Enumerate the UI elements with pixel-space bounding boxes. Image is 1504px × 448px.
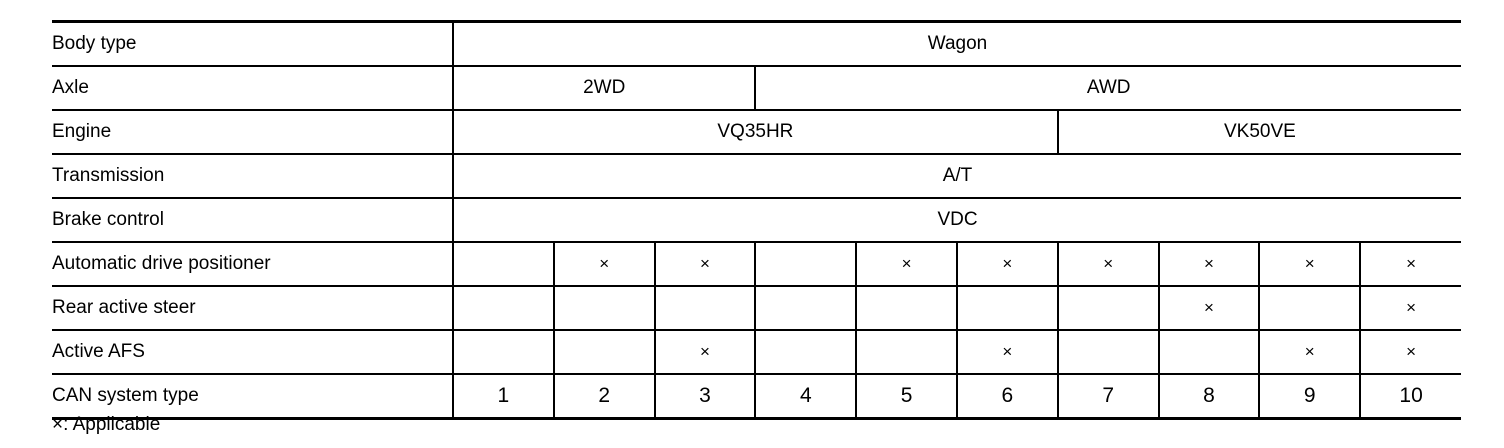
merged-value-cell: A/T	[452, 153, 1461, 199]
can-type-cell: 7	[1056, 373, 1160, 420]
can-type-cell: 8	[1157, 373, 1261, 420]
applicability-cell	[1056, 285, 1160, 331]
applicability-cell	[754, 285, 858, 331]
merged-value-cell: AWD	[754, 65, 1461, 111]
can-type-cell: 9	[1258, 373, 1362, 420]
applicability-cell: ×	[1157, 285, 1261, 331]
applicability-cell	[1258, 285, 1362, 331]
applicability-cell	[552, 285, 656, 331]
applicability-cell: ×	[1359, 241, 1461, 287]
applicability-cell	[452, 329, 555, 375]
row-label: Body type	[52, 20, 454, 67]
applicability-cell	[1157, 329, 1261, 375]
applicability-cell	[1056, 329, 1160, 375]
table-footnote: ×: Applicable	[52, 414, 161, 435]
applicability-cell: ×	[1258, 241, 1362, 287]
applicability-cell: ×	[955, 329, 1059, 375]
table-row: Rear active steer × ×	[52, 285, 1461, 331]
applicability-cell: ×	[855, 241, 958, 287]
row-label: CAN system type	[52, 373, 454, 420]
applicability-cell	[855, 285, 958, 331]
applicability-cell	[653, 285, 757, 331]
applicability-cell: ×	[552, 241, 656, 287]
can-type-cell: 5	[855, 373, 958, 420]
applicability-cell: ×	[1157, 241, 1261, 287]
can-type-cell: 3	[653, 373, 757, 420]
can-type-cell: 2	[552, 373, 656, 420]
applicability-cell	[754, 329, 858, 375]
row-label: Brake control	[52, 197, 454, 243]
applicability-cell: ×	[1359, 285, 1461, 331]
can-type-cell: 10	[1359, 373, 1461, 420]
applicability-cell: ×	[1258, 329, 1362, 375]
applicability-cell: ×	[1359, 329, 1461, 375]
merged-value-cell: 2WD	[451, 65, 757, 111]
applicability-cell	[855, 329, 958, 375]
merged-value-cell: VK50VE	[1056, 109, 1461, 155]
applicability-cell: ×	[653, 329, 757, 375]
applicability-cell: ×	[1056, 241, 1160, 287]
row-label: Axle	[52, 65, 454, 111]
applicability-cell	[955, 285, 1059, 331]
applicability-cell	[552, 329, 656, 375]
can-type-cell: 1	[452, 373, 555, 420]
merged-value-cell: Wagon	[452, 20, 1461, 67]
table-row: Active AFS××××	[52, 329, 1461, 375]
merged-value-cell: VQ35HR	[452, 109, 1059, 155]
applicability-cell	[754, 241, 858, 287]
applicability-cell: ×	[955, 241, 1059, 287]
merged-value-cell: VDC	[452, 197, 1461, 243]
applicability-cell: ×	[653, 241, 757, 287]
can-type-cell: 6	[955, 373, 1059, 420]
row-label: Active AFS	[52, 329, 454, 375]
row-label: Automatic drive positioner	[52, 241, 454, 287]
row-label: Engine	[52, 109, 454, 155]
row-label: Transmission	[52, 153, 454, 199]
row-label: Rear active steer	[52, 285, 454, 331]
applicability-cell	[452, 285, 555, 331]
table-row: Automatic drive positioner××××××××	[52, 241, 1461, 287]
can-type-cell: 4	[754, 373, 858, 420]
applicability-cell	[452, 241, 555, 287]
